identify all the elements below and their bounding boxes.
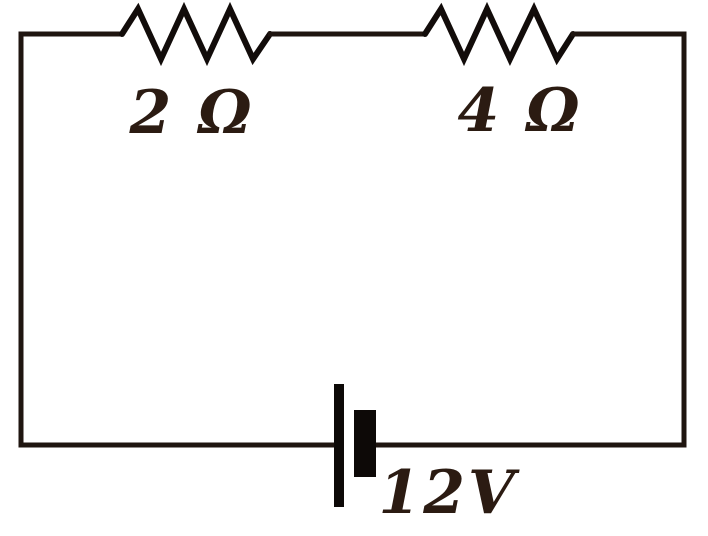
battery-long-plate [334, 384, 344, 507]
resistor-4ohm-zigzag [422, 1, 576, 67]
resistor1-value-label: 2 Ω [128, 78, 254, 148]
resistor-2ohm-zigzag [119, 1, 273, 67]
wire-left-loop [18, 31, 334, 448]
wire-right-loop [376, 31, 687, 448]
battery-voltage-label: 12V [378, 458, 519, 528]
resistor2-value-label: 4 Ω [457, 76, 582, 146]
battery-short-plate [354, 410, 376, 477]
